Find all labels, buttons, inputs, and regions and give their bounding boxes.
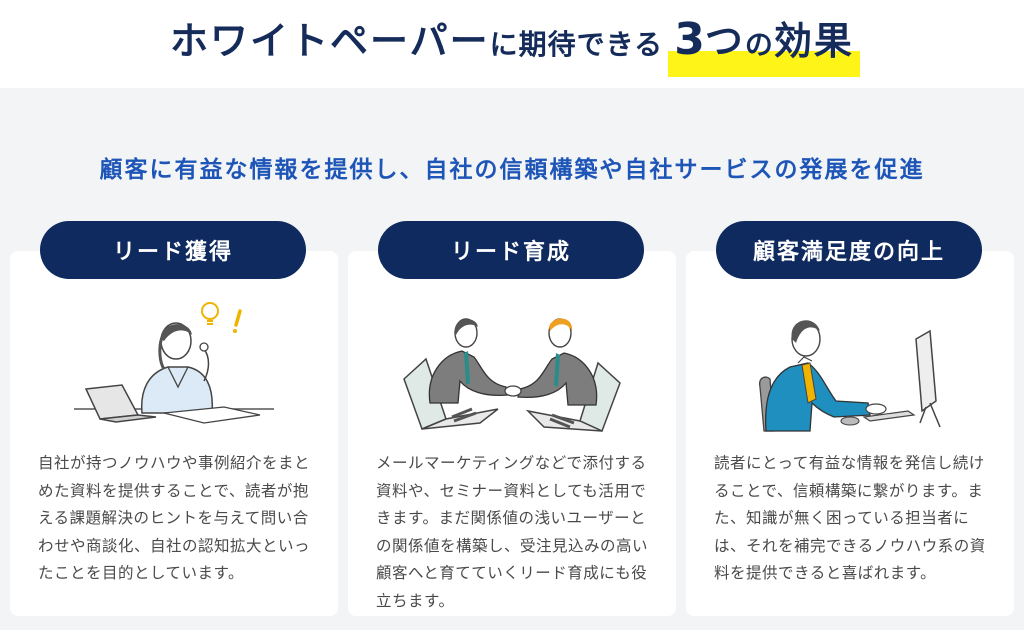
card-heading-pill: リード育成 <box>378 221 644 279</box>
effect-card-customer-satisfaction: 顧客満足度の向上 読者にとって有益な情 <box>686 221 1014 616</box>
section-subtitle: 顧客に有益な情報を提供し、自社の信頼構築や自社サービスの発展を促進 <box>99 157 925 183</box>
title-number: 3 <box>674 14 705 65</box>
effect-card-lead-acquisition: リード獲得 <box>10 221 338 616</box>
card-description: 自社が持つノウハウや事例紹介をまとめた資料を提供することで、読者が抱える課題解決… <box>38 454 311 582</box>
woman-at-laptop-idea-icon <box>64 291 284 441</box>
page-header: ホワイトペーパーに期待できる 3つの効果 <box>0 0 1024 88</box>
card-description: 読者にとって有益な情報を発信し続けることで、信頼構築に繋がります。また、知識が無… <box>714 454 986 582</box>
title-text-tsu: つ <box>704 19 745 63</box>
card-description: メールマーケティングなどで添付する資料や、セミナー資料としても活用できます。まだ… <box>376 454 649 610</box>
man-at-computer-icon <box>740 291 960 441</box>
title-text-whitepaper: ホワイトペーパー <box>170 19 490 63</box>
title-text-effects: 効果 <box>773 19 854 63</box>
effect-card-lead-nurturing: リード育成 <box>348 221 676 616</box>
handshake-laptops-icon <box>402 291 622 441</box>
page-title: ホワイトペーパーに期待できる 3つの効果 <box>0 10 1024 77</box>
title-text-no: の <box>744 28 774 61</box>
card-heading-pill: 顧客満足度の向上 <box>716 221 982 279</box>
card-heading-pill: リード獲得 <box>40 221 306 279</box>
title-highlight: 3つの効果 <box>668 10 860 77</box>
title-text-expected: に期待できる <box>489 28 664 61</box>
effects-section: 顧客に有益な情報を提供し、自社の信頼構築や自社サービスの発展を促進 リード獲得 <box>0 88 1024 630</box>
